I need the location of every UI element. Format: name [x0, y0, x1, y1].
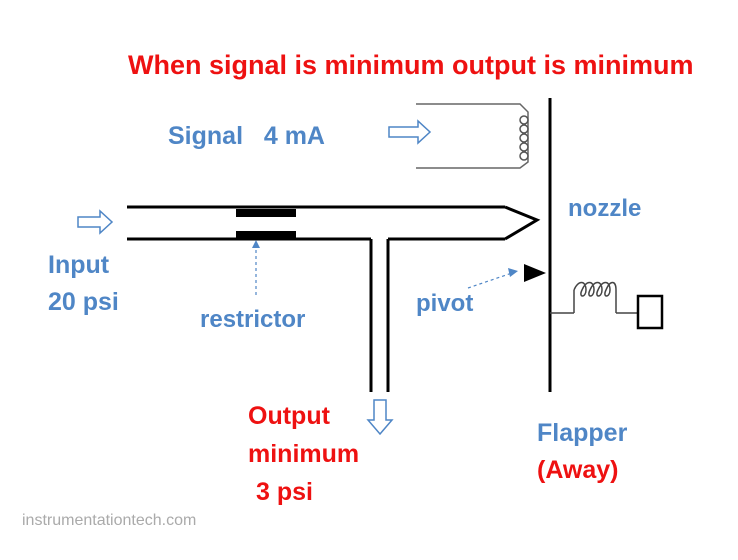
output-pressure: 3 psi: [256, 478, 313, 506]
pivot-label: pivot: [416, 290, 474, 317]
nozzle-tip: [504, 205, 541, 241]
spring-icon: [550, 281, 638, 314]
pivot-triangle-icon: [524, 264, 546, 282]
pivot-leader-arrowhead: [508, 268, 518, 277]
restrictor-bottom: [236, 231, 296, 239]
watermark: instrumentationtech.com: [22, 512, 197, 529]
signal-arrow-icon: [388, 119, 432, 145]
output-state: minimum: [248, 440, 360, 468]
flapper-label: Flapper: [537, 419, 628, 447]
input-arrow-icon: [77, 209, 114, 235]
bellows-box-icon: [636, 294, 664, 330]
output-label: Output: [248, 402, 330, 430]
input-pressure: 20 psi: [48, 288, 119, 316]
restrictor-top: [236, 209, 296, 217]
output-arrow-icon: [366, 399, 394, 436]
restrictor-label: restrictor: [200, 306, 306, 333]
coil-frame: [416, 103, 529, 169]
pivot-leader: [467, 272, 513, 289]
coil-icon: [519, 115, 529, 161]
diagram-title: When signal is minimum output is minimum: [128, 50, 694, 80]
restrictor-leader-arrowhead: [252, 240, 260, 248]
input-label: Input: [48, 251, 110, 279]
flapper-state: (Away): [537, 456, 619, 484]
nozzle-label: nozzle: [568, 195, 642, 222]
signal-label: Signal 4 mA: [168, 122, 325, 150]
